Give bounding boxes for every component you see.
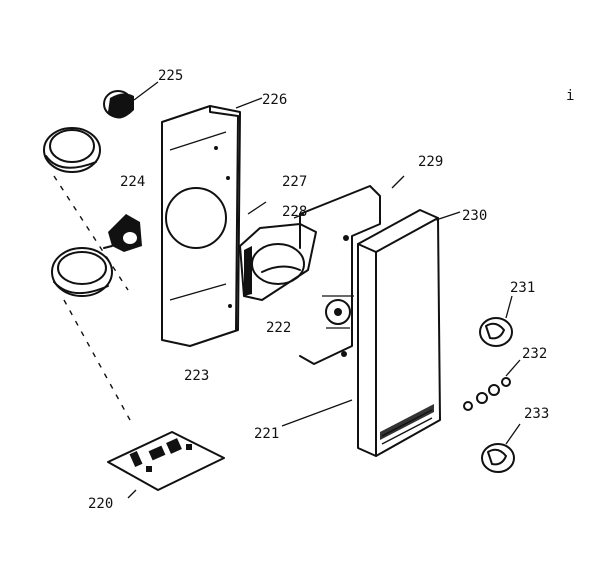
leader-227 xyxy=(247,201,267,215)
leader-225 xyxy=(133,81,159,101)
part-233-knob xyxy=(481,443,515,473)
label-221: 221 xyxy=(254,426,279,442)
part-223-front-panel xyxy=(161,105,241,347)
part-228-mid-plate xyxy=(239,223,317,301)
label-229: 229 xyxy=(418,154,443,170)
label-231: 231 xyxy=(510,280,535,296)
label-227: 227 xyxy=(282,174,307,190)
leader-232 xyxy=(505,359,521,377)
leader-229 xyxy=(391,175,405,189)
guide-line-lower xyxy=(63,299,131,421)
label-230: 230 xyxy=(462,208,487,224)
part-220-label-plate xyxy=(107,431,225,491)
leader-231 xyxy=(505,295,513,319)
corner-mark: i xyxy=(566,88,574,104)
leader-226 xyxy=(235,97,263,109)
label-220: 220 xyxy=(88,496,113,512)
part-230-rear-cover xyxy=(357,209,441,457)
part-229-housing xyxy=(299,185,381,365)
label-225: 225 xyxy=(158,68,183,84)
label-232: 232 xyxy=(522,346,547,362)
leader-221 xyxy=(281,399,353,427)
part-224-clamp-ring xyxy=(51,214,142,297)
part-231-knob xyxy=(479,317,513,347)
leader-233 xyxy=(505,423,521,445)
part-225-knob xyxy=(43,90,134,173)
label-233: 233 xyxy=(524,406,549,422)
leader-230 xyxy=(435,211,461,221)
label-222: 222 xyxy=(266,320,291,336)
label-224: 224 xyxy=(120,174,145,190)
part-232-washers xyxy=(463,377,511,411)
label-226: 226 xyxy=(262,92,287,108)
label-223: 223 xyxy=(184,368,209,384)
leader-220 xyxy=(127,489,137,499)
